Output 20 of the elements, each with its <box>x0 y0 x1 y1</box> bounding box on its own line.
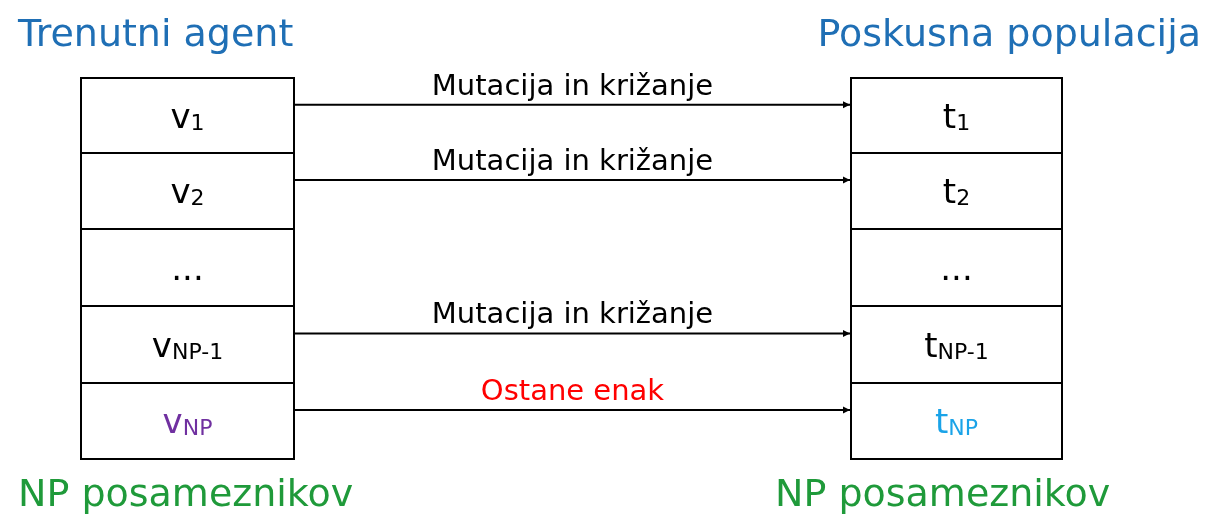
column-footer: NP posameznikov <box>775 474 1111 512</box>
arrow <box>294 176 851 184</box>
arrow <box>294 406 851 414</box>
arrow <box>294 101 851 109</box>
table-cell <box>80 152 295 230</box>
table-cell <box>80 77 295 154</box>
table-cell <box>80 382 295 460</box>
table-cell <box>80 305 295 384</box>
column-footer: NP posameznikov <box>18 474 354 512</box>
column-heading: Trenutni agent <box>18 14 294 52</box>
table-cell <box>850 382 1063 460</box>
arrow <box>294 329 851 337</box>
cell-text: ... <box>940 247 973 288</box>
table-cell <box>80 228 295 307</box>
table-cell <box>850 152 1063 230</box>
table-cell <box>850 305 1063 384</box>
table-cell <box>850 77 1063 154</box>
column-heading: Poskusna populacija <box>817 14 1201 52</box>
cell-text: ... <box>171 247 204 288</box>
table-cell <box>850 228 1063 307</box>
